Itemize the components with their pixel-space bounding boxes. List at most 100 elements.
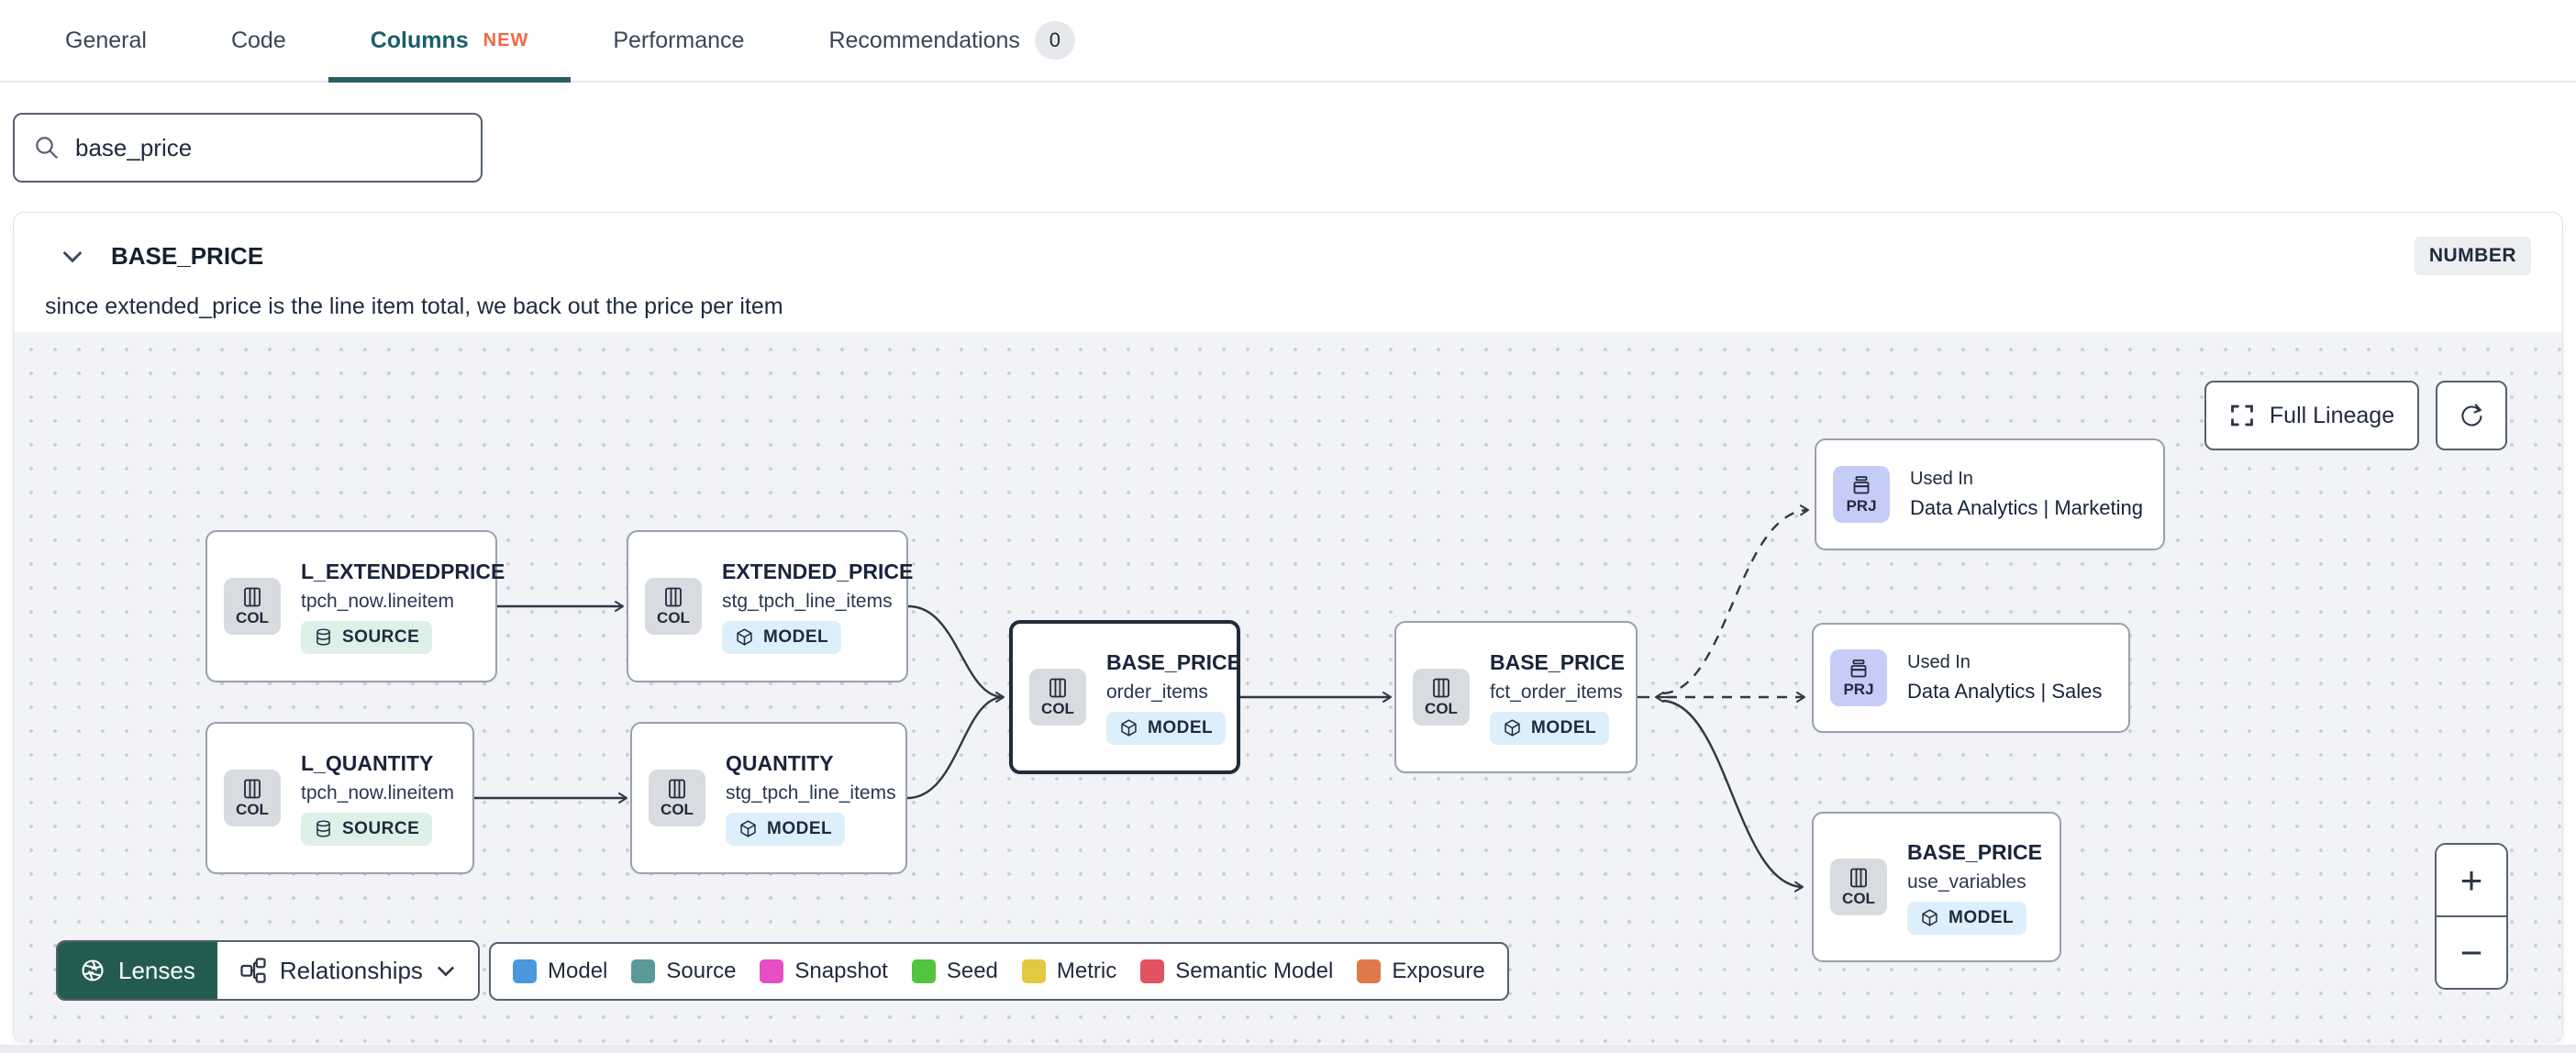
legend-label: Metric	[1056, 959, 1117, 983]
lineage-edges	[474, 504, 1809, 892]
cube-icon	[1922, 909, 1938, 926]
tab-label: Performance	[613, 27, 745, 53]
refresh-icon	[2461, 404, 2482, 427]
source-badge: SOURCE	[301, 812, 433, 846]
model-badge: MODEL	[1907, 901, 2027, 935]
cube-icon	[737, 628, 752, 646]
lineage-canvas[interactable]: COL L_EXTENDEDPRICE tpch_now.lineitem SO…	[14, 332, 2562, 1043]
node-title: QUANTITY	[726, 750, 834, 775]
search-input[interactable]	[75, 133, 462, 162]
model-badge: MODEL	[722, 620, 842, 654]
refresh-button[interactable]	[2436, 381, 2507, 450]
node-title: BASE_PRICE	[1490, 649, 1625, 674]
semantic-model-swatch	[1140, 959, 1165, 983]
node-subtitle: tpch_now.lineitem	[301, 781, 454, 804]
aperture-icon	[82, 959, 104, 981]
lineage-node-base_price-fct_order_items[interactable]: COL BASE_PRICE fct_order_items MODEL	[1394, 621, 1638, 773]
zoom-in-button[interactable]: +	[2437, 845, 2506, 915]
column-search[interactable]	[13, 113, 483, 183]
node-title: EXTENDED_PRICE	[722, 559, 914, 583]
relationships-label: Relationships	[279, 956, 423, 984]
data-type-badge: NUMBER	[2414, 237, 2531, 275]
lenses-button[interactable]: Lenses	[58, 942, 217, 999]
legend-label: Model	[548, 959, 608, 983]
seed-swatch	[911, 959, 936, 983]
relationships-dropdown[interactable]: Relationships	[217, 942, 478, 999]
model-badge: MODEL	[1490, 711, 1610, 745]
tab-label: Code	[230, 27, 286, 53]
cube-icon	[1505, 719, 1520, 737]
legend-item-semantic-model: Semantic Model	[1140, 959, 1333, 984]
lineage-node-used-in-sales[interactable]: PRJ Used In Data Analytics | Sales	[1812, 623, 2130, 733]
node-title: BASE_PRICE	[1106, 649, 1241, 674]
tab-code[interactable]: Code	[189, 0, 328, 81]
legend-item-source: Source	[631, 959, 736, 984]
column-type-icon: COL	[224, 770, 281, 826]
database-icon	[316, 628, 330, 646]
column-card: BASE_PRICE NUMBER since extended_price i…	[13, 212, 2563, 1043]
node-subtitle: stg_tpch_line_items	[726, 781, 896, 804]
project-icon-box: PRJ	[1833, 466, 1890, 523]
database-icon	[316, 820, 330, 837]
column-type-icon: COL	[1413, 669, 1470, 726]
node-kicker: Used In	[1907, 652, 1971, 672]
node-kicker: Used In	[1910, 469, 1973, 489]
legend-label: Source	[666, 959, 737, 983]
columns-icon	[665, 587, 682, 606]
metric-swatch	[1021, 959, 1046, 983]
zoom-controls: + −	[2435, 843, 2508, 990]
archive-icon	[1853, 475, 1870, 493]
column-type-icon: COL	[1029, 669, 1086, 726]
lineage-node-l_extendedprice[interactable]: COL L_EXTENDEDPRICE tpch_now.lineitem SO…	[205, 530, 505, 682]
full-lineage-button[interactable]: Full Lineage	[2204, 381, 2419, 450]
node-title: Data Analytics | Sales	[1907, 680, 2103, 703]
snapshot-swatch	[760, 959, 784, 983]
columns-icon	[1049, 678, 1066, 697]
tab-general[interactable]: General	[23, 0, 189, 81]
node-icon-label: COL	[1425, 699, 1458, 717]
zoom-out-button[interactable]: −	[2437, 915, 2506, 988]
badge-label: SOURCE	[342, 818, 420, 838]
tab-label: General	[65, 27, 147, 53]
lineage-node-extended_price[interactable]: COL EXTENDED_PRICE stg_tpch_line_items M…	[627, 530, 913, 682]
legend-label: Exposure	[1392, 959, 1485, 983]
resource-legend: Model Source Snapshot Seed Metric Semant…	[489, 942, 1509, 1001]
new-tag: NEW	[483, 29, 529, 50]
node-subtitle: order_items	[1106, 681, 1208, 703]
horizontal-scrollbar[interactable]	[0, 1045, 2576, 1053]
legend-item-model: Model	[513, 959, 607, 984]
lineage-node-base_price-order_items[interactable]: COL BASE_PRICE order_items MODEL	[1009, 620, 1241, 774]
badge-label: MODEL	[1531, 717, 1597, 737]
node-title: BASE_PRICE	[1907, 839, 2042, 864]
node-icon-label: COL	[236, 608, 269, 626]
node-title: L_QUANTITY	[301, 750, 434, 775]
expand-icon	[2230, 405, 2253, 427]
lineage-node-base_price-use_variables[interactable]: COL BASE_PRICE use_variables MODEL	[1812, 812, 2061, 962]
lineage-node-l_quantity[interactable]: COL L_QUANTITY tpch_now.lineitem SOURCE	[205, 722, 474, 874]
column-card-header: BASE_PRICE NUMBER	[14, 213, 2562, 275]
relationships-icon	[240, 958, 266, 983]
chevron-down-icon[interactable]	[61, 249, 83, 263]
archive-icon	[1850, 659, 1867, 677]
node-title: Data Analytics | Marketing	[1910, 496, 2143, 519]
column-type-icon: COL	[645, 578, 702, 635]
legend-label: Semantic Model	[1175, 959, 1334, 983]
search-icon	[36, 137, 59, 160]
full-lineage-label: Full Lineage	[2269, 402, 2395, 428]
legend-label: Snapshot	[794, 959, 888, 983]
badge-label: MODEL	[1148, 717, 1214, 737]
columns-icon	[1850, 868, 1867, 887]
column-name: BASE_PRICE	[111, 241, 264, 270]
tab-recommendations[interactable]: Recommendations 0	[786, 0, 1116, 81]
project-icon-box: PRJ	[1830, 649, 1887, 706]
node-subtitle: fct_order_items	[1490, 681, 1623, 703]
lineage-node-quantity[interactable]: COL QUANTITY stg_tpch_line_items MODEL	[630, 722, 907, 874]
lineage-node-used-in-marketing[interactable]: PRJ Used In Data Analytics | Marketing	[1815, 438, 2165, 550]
legend-item-exposure: Exposure	[1357, 959, 1485, 984]
tab-performance[interactable]: Performance	[571, 0, 786, 81]
tab-columns[interactable]: Columns NEW	[328, 0, 572, 83]
lenses-label: Lenses	[118, 956, 195, 984]
source-swatch	[631, 959, 656, 983]
node-icon-label: COL	[1041, 699, 1074, 717]
exposure-swatch	[1357, 959, 1382, 983]
